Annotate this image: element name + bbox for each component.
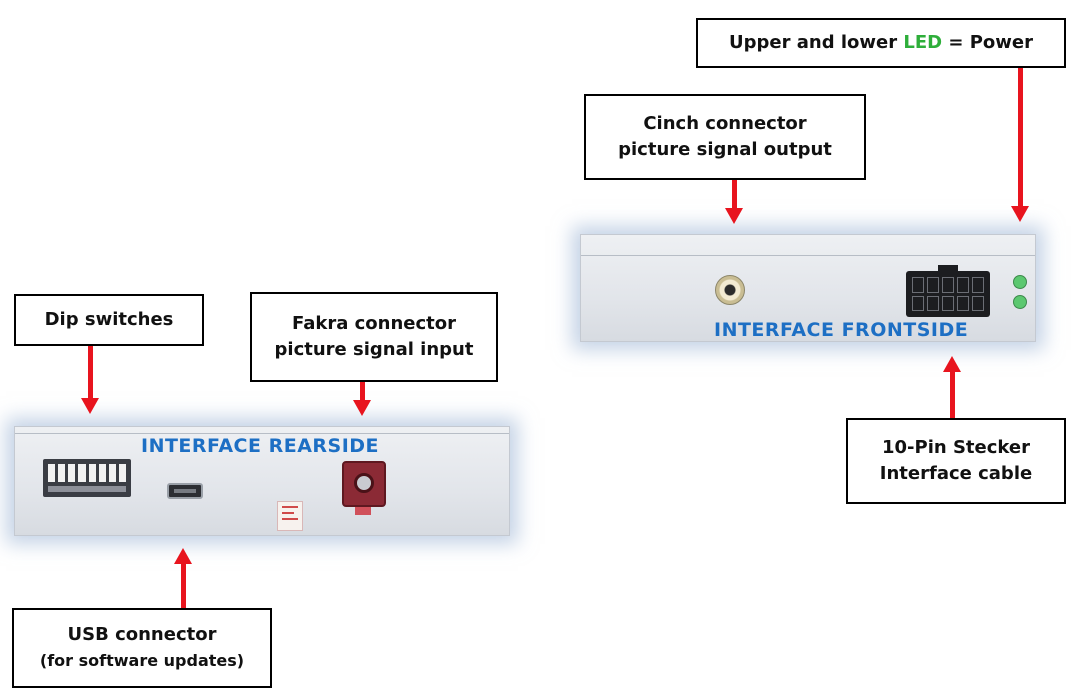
ten-pin-connector: [906, 265, 990, 317]
usb-port: [167, 483, 203, 499]
fakra-latch: [355, 507, 371, 515]
sticker: [277, 501, 303, 531]
dip-switches-label: Dip switches: [14, 294, 204, 346]
dip-switch-block: [43, 459, 131, 497]
lower-led: [1013, 295, 1027, 309]
cinch-connector: [715, 275, 745, 305]
pin-line1: 10-Pin Stecker: [882, 437, 1030, 458]
fakra-line2: picture signal input: [274, 339, 474, 360]
cinch-line1: Cinch connector: [643, 113, 807, 134]
usb-line2: (for software updates): [39, 651, 245, 670]
led-power-text: Upper and lower LED = Power: [729, 30, 1033, 56]
cinch-connector-label: Cinch connector picture signal output: [584, 94, 866, 180]
interface-frontside-panel: INTERFACE FRONTSIDE: [580, 234, 1036, 342]
panel-edge: [581, 255, 1035, 256]
interface-rearside-panel: INTERFACE REARSIDE: [14, 426, 510, 536]
usb-connector-label: USB connector (for software updates): [12, 608, 272, 688]
usb-line1: USB connector: [67, 624, 217, 645]
rearside-title: INTERFACE REARSIDE: [141, 435, 380, 457]
led-power-label: Upper and lower LED = Power: [696, 18, 1066, 68]
fakra-line1: Fakra connector: [291, 313, 457, 334]
frontside-title: INTERFACE FRONTSIDE: [714, 319, 969, 341]
led-prefix: Upper and lower: [729, 32, 904, 53]
pin-line2: Interface cable: [879, 463, 1033, 484]
panel-edge: [15, 433, 509, 434]
upper-led: [1013, 275, 1027, 289]
ten-pin-label: 10-Pin Stecker Interface cable: [846, 418, 1066, 504]
dip-switches-text: Dip switches: [44, 309, 174, 330]
led-suffix: = Power: [942, 32, 1033, 53]
led-highlight: LED: [903, 32, 943, 53]
fakra-connector-label: Fakra connector picture signal input: [250, 292, 498, 382]
cinch-line2: picture signal output: [618, 139, 832, 160]
fakra-connector: [342, 461, 386, 507]
